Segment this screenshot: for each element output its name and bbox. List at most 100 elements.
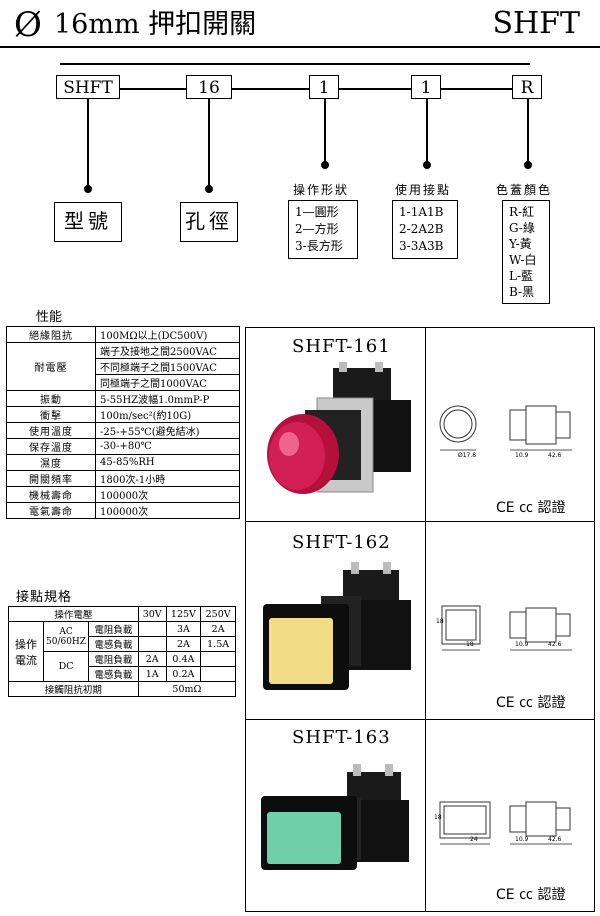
grid-divider [425,327,426,912]
brand-code: SHFT [492,6,580,41]
table-row: 使用溫度-25-+55℃(避免結冰) [6,422,240,439]
table-row: 保存溫度-30-+80℃ [6,438,240,455]
dim-label: 10.9 [515,836,529,843]
leader-color [527,99,529,165]
leader-dot-shape [321,161,329,169]
color-option: L-藍 [509,269,534,283]
shape-option: 2—方形 [295,222,339,236]
load-cell: 電阻負載 [88,651,139,667]
dimension-drawing [439,405,572,451]
load-cell: 電阻負載 [88,621,139,637]
spec-label: 絕緣阻抗 [6,326,96,343]
rectangular-switch-image [261,764,409,870]
ac-cell: AC 50/60HZ [42,621,90,652]
color-title: 色蓋顏色 [496,183,553,197]
square-switch-image [263,562,411,690]
shape-option: 3-長方形 [295,239,343,253]
contacts-title: 使用接點 [395,183,452,197]
spec-value: 100000次 [95,486,240,503]
shape-title: 操作形狀 [293,183,350,197]
leader-dot-color [524,161,532,169]
color-option: B-黑 [509,285,535,299]
leader-dot-hole [205,185,213,193]
code-part-shape: 1 [309,75,339,99]
dc-cell: DC [42,651,90,682]
value-cell [137,636,167,652]
product-grid [245,327,595,912]
header-cell: 操作電壓 [8,606,139,622]
dim-label: 18 [434,814,442,821]
certification-mark: CE ㏄ 認證 [496,500,566,516]
spec-value: 100MΩ以上(DC500V) [95,326,240,343]
cap [267,812,341,864]
product-model: SHFT-161 [292,336,391,357]
header-cell: 250V [200,606,236,622]
contacts-option: 3-3A3B [399,239,444,253]
resistance-label: 接觸阻抗初期 [8,681,139,697]
product-model: SHFT-163 [292,727,391,748]
code-baseline-top [60,63,530,65]
product-model: SHFT-162 [292,532,391,553]
contacts-options: 1-1A1B 2-2A2B 3-3A3B [392,200,458,259]
table-row: 接觸阻抗初期 50mΩ [8,681,237,697]
spec-label: 衝擊 [6,406,96,423]
certification-mark: CE ㏄ 認證 [496,887,566,903]
leader-hole [208,99,210,189]
value-cell: 0.4A [165,651,202,667]
shape-options: 1—圓形 2—方形 3-長方形 [288,200,358,259]
spec-label: 開關頻率 [6,470,96,487]
spec-value: 端子及接地之間2500VAC [95,342,240,359]
color-options: R-紅 G-綠 Y-黃 W-白 L-藍 B-黑 [502,200,550,304]
header-cell: 125V [165,606,202,622]
spec-value: -30-+80℃ [95,438,240,455]
round-switch-image [267,362,411,494]
spec-label: 使用溫度 [6,422,96,439]
dim-label: 42.6 [548,452,562,459]
value-cell [200,666,236,682]
code-part-size: 16 [186,75,232,99]
spec-value: -25-+55℃(避免結冰) [95,422,240,439]
spec-label: 濕度 [6,454,96,471]
code-connector [60,88,530,90]
grid-divider [245,521,595,522]
spec-label: 振動 [6,390,96,407]
dim-label: 10.9 [515,641,529,648]
leader-dot-contacts [423,161,431,169]
spec-value: 1800次-1小時 [95,470,240,487]
header-rule [0,46,600,48]
color-option: W-白 [509,253,537,267]
spec-value: 100000次 [95,502,240,519]
spec-value: 45-85%RH [95,454,240,471]
value-cell [200,651,236,667]
page-title: 16mm 押扣開關 [54,9,257,40]
spec-value: 同極端子之間1000VAC [95,374,240,391]
value-cell: 2A [137,651,167,667]
leader-dot-model [84,185,92,193]
spec-value: 5-55HZ波幅1.0mmP-P [95,390,240,407]
contacts-option: 1-1A1B [399,205,444,219]
load-cell: 電感負載 [88,636,139,652]
dim-label: Ø17.8 [458,452,477,459]
value-cell: 2A [165,636,202,652]
header-cell: 30V [137,606,167,622]
dim-label: 24 [470,836,478,843]
cap [269,422,325,490]
value-cell [137,621,167,637]
table-row: 操作電壓 30V 125V 250V [8,606,236,622]
cap [269,618,333,684]
color-option: G-綠 [509,221,535,235]
label-model: 型號 [54,202,122,242]
performance-title: 性能 [36,310,63,325]
spec-label: 耐電壓 [6,342,96,391]
leader-shape [324,99,326,165]
code-part-series: SHFT [56,75,120,99]
group-cell: 操作電流 [8,621,44,682]
dimension-drawing [439,801,572,845]
spec-value: 100m/sec²(約10G) [95,406,240,423]
